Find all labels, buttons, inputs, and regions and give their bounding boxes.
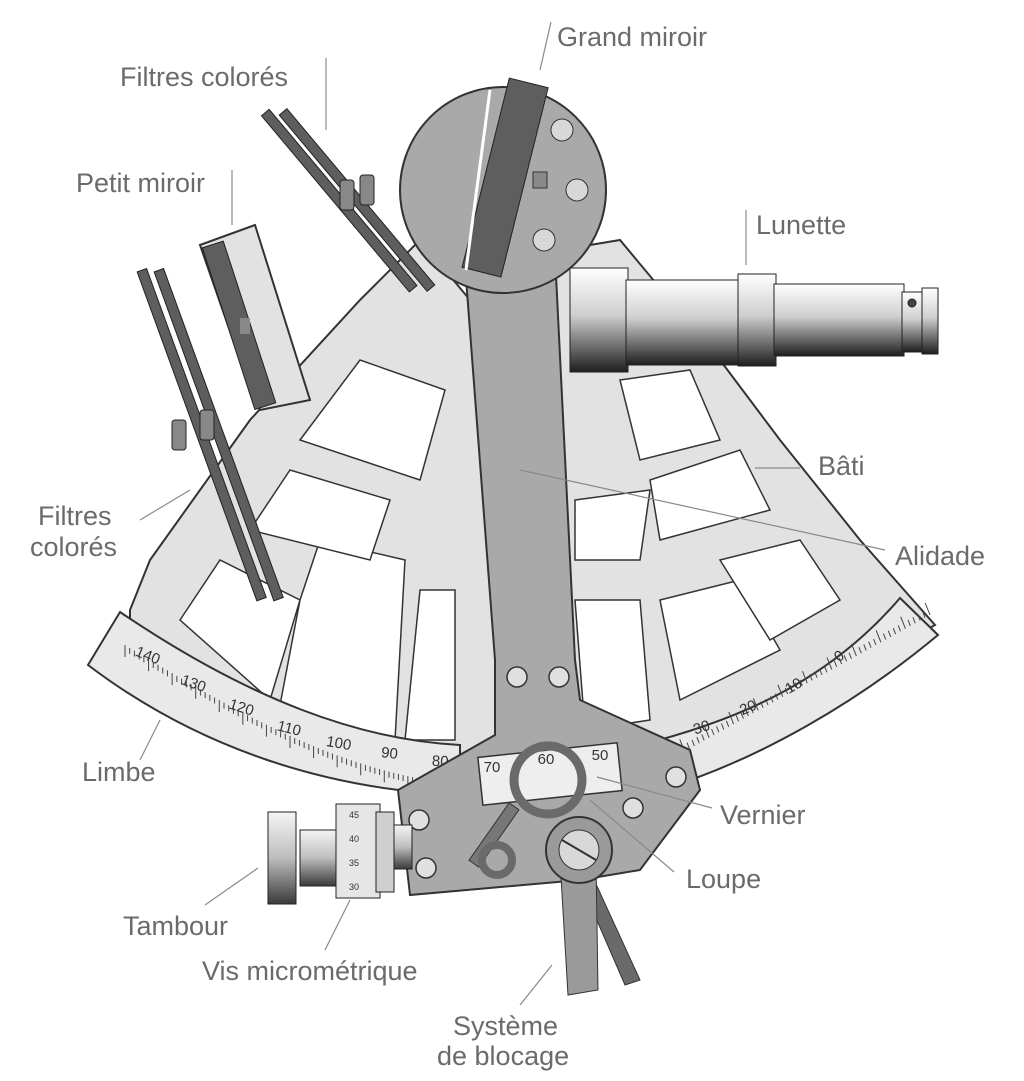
limb-tick	[917, 614, 921, 621]
small-mirror	[198, 223, 312, 412]
limb-number: 100	[325, 733, 353, 754]
limb-tick	[897, 625, 902, 632]
limb-tick	[873, 638, 877, 646]
drum-number: 40	[349, 834, 359, 844]
limb-tick	[922, 611, 926, 618]
alidade	[396, 253, 702, 897]
limb-tick	[745, 709, 749, 717]
limb-tick	[892, 627, 897, 635]
frame-openings	[179, 359, 842, 741]
limb-tick	[725, 720, 730, 728]
label-bati: Bâti	[818, 451, 865, 481]
label-lunette: Lunette	[756, 210, 846, 240]
limb-tick	[770, 696, 774, 703]
label-alidade: Alidade	[895, 541, 985, 571]
label-filtres-left-2: colorés	[30, 532, 117, 562]
limb-tick	[789, 685, 794, 692]
limb-tick	[912, 616, 916, 624]
label-vis-micrometrique: Vis micrométrique	[202, 956, 418, 986]
label-systeme-2: de blocage	[437, 1041, 569, 1071]
limb-tick	[691, 739, 695, 747]
limb-tick	[809, 674, 813, 681]
filters-top	[260, 107, 436, 293]
limb-number: 20	[737, 697, 759, 719]
limb-tick	[711, 728, 715, 736]
label-filtres-left-1: Filtres	[38, 501, 112, 531]
drum-numbers: 45 40 35 30	[349, 810, 359, 892]
telescope	[569, 267, 939, 373]
drum-number: 35	[349, 858, 359, 868]
magnifier	[468, 741, 587, 879]
limb-tick	[814, 671, 818, 678]
limb-tick	[696, 736, 700, 744]
limb-tick	[774, 693, 779, 700]
filters-left	[136, 267, 284, 602]
limb-tick	[720, 723, 725, 730]
limb-tick	[843, 655, 848, 662]
limb-tick	[799, 679, 803, 687]
label-tambour: Tambour	[123, 911, 228, 941]
vernier-number: 60	[538, 751, 555, 768]
limb-number: 30	[691, 717, 712, 738]
limb-tick	[735, 715, 740, 722]
label-loupe: Loupe	[686, 864, 761, 894]
limb-tick	[716, 726, 720, 733]
limb-tick	[875, 630, 882, 643]
clamp	[545, 816, 641, 996]
drum-number: 45	[349, 810, 359, 820]
limb-tick	[750, 706, 754, 714]
limb-tick	[703, 725, 710, 738]
limb-tick	[882, 633, 887, 640]
limb-tick	[760, 701, 764, 708]
limb-tick	[838, 657, 843, 665]
large-mirror	[399, 77, 607, 294]
limb-tick	[765, 698, 769, 706]
micrometer	[267, 803, 413, 905]
limb-tick	[851, 643, 857, 657]
vernier-number: 70	[484, 759, 501, 776]
limb-tick	[848, 652, 852, 659]
label-grand-miroir: Grand miroir	[557, 22, 707, 52]
limb-tick	[819, 668, 823, 676]
limb-tick	[824, 666, 828, 673]
limb-tick	[686, 742, 690, 749]
limb-tick	[858, 646, 862, 654]
label-petit-miroir: Petit miroir	[76, 168, 205, 198]
vernier-number: 50	[592, 747, 609, 764]
labels: Grand miroir Filtres colorés Petit miroi…	[30, 22, 985, 1071]
limb-tick	[777, 684, 784, 698]
limb-tick	[863, 644, 867, 651]
limb-tick	[887, 630, 892, 638]
limb-tick	[868, 641, 872, 648]
label-systeme-1: Système	[453, 1011, 558, 1041]
limb-tick	[794, 682, 798, 689]
vernier-numbers: 70 60 50	[484, 747, 609, 776]
label-vernier: Vernier	[720, 800, 806, 830]
label-limbe: Limbe	[82, 757, 156, 787]
limb-tick	[784, 687, 789, 695]
limb-tick	[752, 698, 759, 711]
limb-number: 10	[782, 675, 805, 698]
limb-tick	[728, 711, 735, 725]
limb-tick	[900, 616, 906, 629]
limb-number: 120	[227, 696, 256, 720]
alidade-screws	[408, 666, 687, 879]
limb-tick	[833, 660, 838, 668]
label-filtres-colores-top: Filtres colorés	[120, 62, 288, 92]
limb-tick	[907, 619, 911, 627]
drum-number: 30	[349, 882, 359, 892]
limb-tick	[740, 712, 744, 719]
limb-tick	[701, 734, 705, 741]
leader-lines	[139, 21, 886, 1006]
limb-tick	[924, 602, 931, 616]
limb-tick	[802, 670, 808, 684]
limb-number: 90	[380, 744, 398, 763]
limb-tick	[826, 657, 833, 670]
limb-number: 110	[275, 717, 302, 739]
